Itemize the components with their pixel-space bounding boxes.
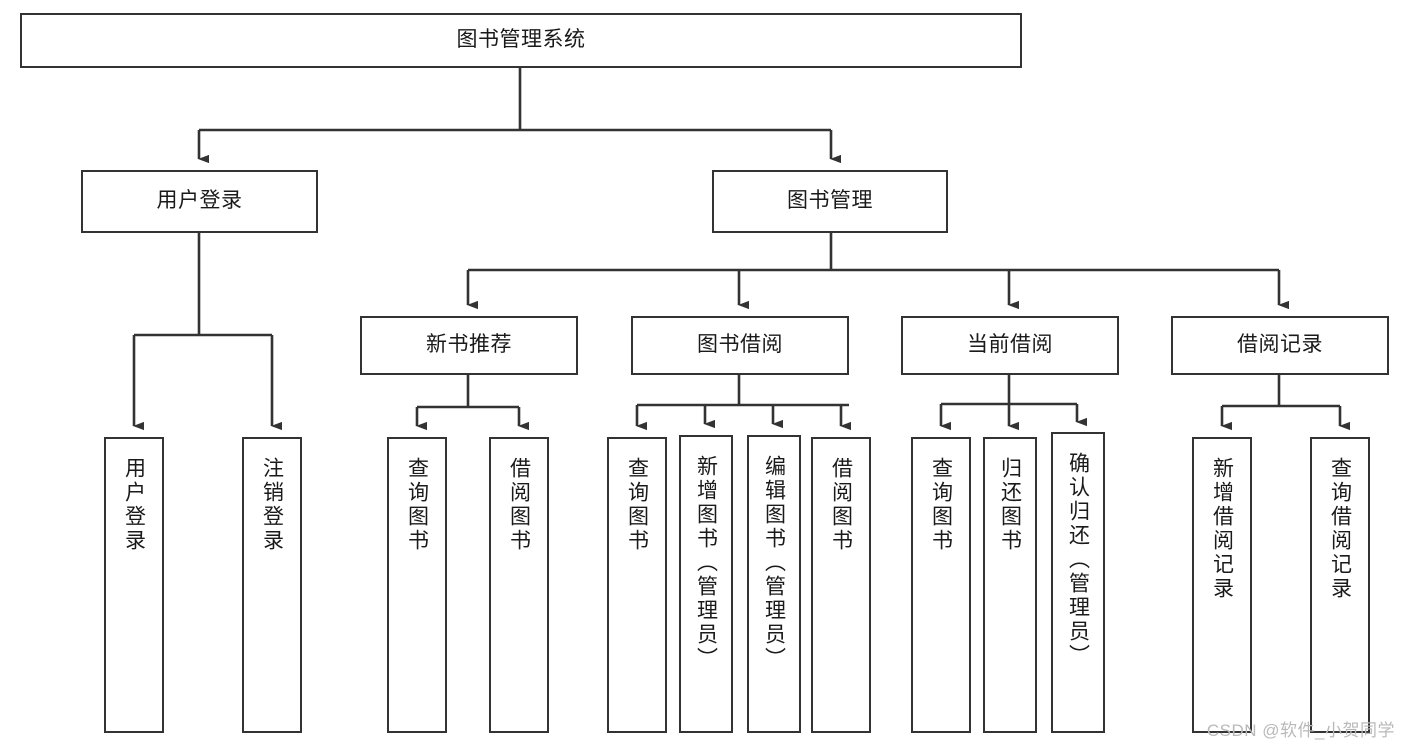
node-borrow-record[interactable]: 借阅记录 xyxy=(1171,316,1389,375)
node-leaf-return-book-label: 归还图书 xyxy=(998,457,1022,553)
node-leaf-query-book-3-label: 查询图书 xyxy=(929,457,953,553)
node-leaf-query-book-3[interactable]: 查询图书 xyxy=(911,437,971,733)
node-leaf-query-record[interactable]: 查询借阅记录 xyxy=(1310,437,1370,733)
node-leaf-user-login[interactable]: 用户登录 xyxy=(104,437,164,733)
node-leaf-edit-book-label: 编辑图书（管理员） xyxy=(762,455,786,671)
node-user-login[interactable]: 用户登录 xyxy=(81,170,318,233)
node-leaf-query-book-1-label: 查询图书 xyxy=(405,457,429,553)
node-new-book-recommend[interactable]: 新书推荐 xyxy=(360,316,578,375)
node-leaf-confirm-return[interactable]: 确认归还（管理员） xyxy=(1051,432,1105,733)
node-book-manage[interactable]: 图书管理 xyxy=(712,170,948,233)
node-root-label: 图书管理系统 xyxy=(456,28,586,52)
node-leaf-return-book[interactable]: 归还图书 xyxy=(983,437,1037,733)
node-leaf-query-book-2[interactable]: 查询图书 xyxy=(607,437,667,733)
node-root[interactable]: 图书管理系统 xyxy=(20,13,1022,68)
node-new-book-recommend-label: 新书推荐 xyxy=(426,333,512,357)
node-user-login-label: 用户登录 xyxy=(156,189,243,213)
node-leaf-edit-book[interactable]: 编辑图书（管理员） xyxy=(747,435,801,733)
node-leaf-logout-login-label: 注销登录 xyxy=(260,457,284,553)
node-current-borrow[interactable]: 当前借阅 xyxy=(901,316,1119,375)
node-leaf-query-record-label: 查询借阅记录 xyxy=(1328,457,1352,601)
node-leaf-logout-login[interactable]: 注销登录 xyxy=(242,437,302,733)
node-leaf-add-record[interactable]: 新增借阅记录 xyxy=(1192,437,1252,733)
node-borrow-record-label: 借阅记录 xyxy=(1237,333,1323,357)
node-leaf-user-login-label: 用户登录 xyxy=(122,457,146,553)
node-current-borrow-label: 当前借阅 xyxy=(967,333,1053,357)
node-leaf-query-book-2-label: 查询图书 xyxy=(625,457,649,553)
node-leaf-query-book-1[interactable]: 查询图书 xyxy=(387,437,447,733)
node-leaf-borrow-book-1[interactable]: 借阅图书 xyxy=(489,437,549,733)
node-leaf-borrow-book-2-label: 借阅图书 xyxy=(829,457,853,553)
node-leaf-confirm-return-label: 确认归还（管理员） xyxy=(1066,452,1090,668)
node-leaf-add-book-label: 新增图书（管理员） xyxy=(694,455,718,671)
node-leaf-borrow-book-1-label: 借阅图书 xyxy=(507,457,531,553)
node-leaf-add-record-label: 新增借阅记录 xyxy=(1210,457,1234,601)
node-leaf-add-book[interactable]: 新增图书（管理员） xyxy=(679,435,733,733)
watermark-text: CSDN @软件_小贺同学 xyxy=(1206,721,1395,740)
node-book-manage-label: 图书管理 xyxy=(787,189,873,213)
node-book-borrow-label: 图书借阅 xyxy=(697,333,783,357)
node-leaf-borrow-book-2[interactable]: 借阅图书 xyxy=(811,437,871,733)
node-book-borrow[interactable]: 图书借阅 xyxy=(631,316,849,375)
